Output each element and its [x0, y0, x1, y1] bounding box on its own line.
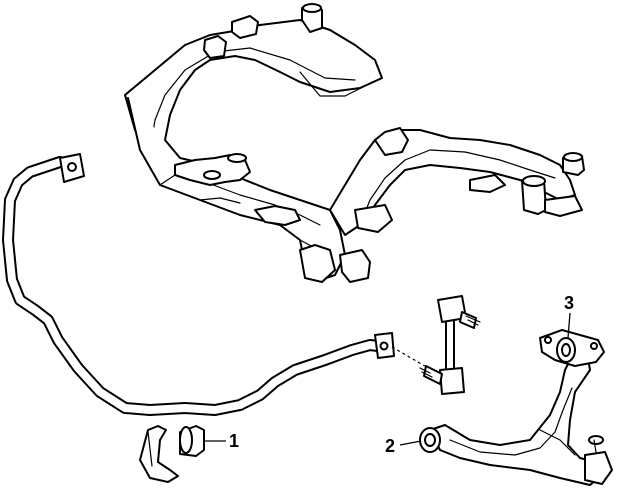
callout-2: 2: [385, 436, 422, 456]
callout-3: 3: [564, 293, 574, 339]
callout-label-2: 2: [385, 436, 395, 456]
callout-label-3: 3: [564, 293, 574, 313]
lower-control-arm: [419, 357, 613, 486]
callout-label-1: 1: [229, 431, 239, 451]
leader-line-3: [567, 312, 571, 339]
stabilizer-link: [419, 295, 481, 395]
bushing-clamp-assembly: [139, 425, 205, 483]
stabilizer-bar: [2, 153, 395, 416]
rear-bushing: [539, 329, 605, 367]
callout-1: 1: [204, 431, 239, 451]
connection-dashed-line: [391, 346, 426, 367]
leader-line-2: [399, 440, 422, 446]
front-subframe: [124, 3, 585, 283]
